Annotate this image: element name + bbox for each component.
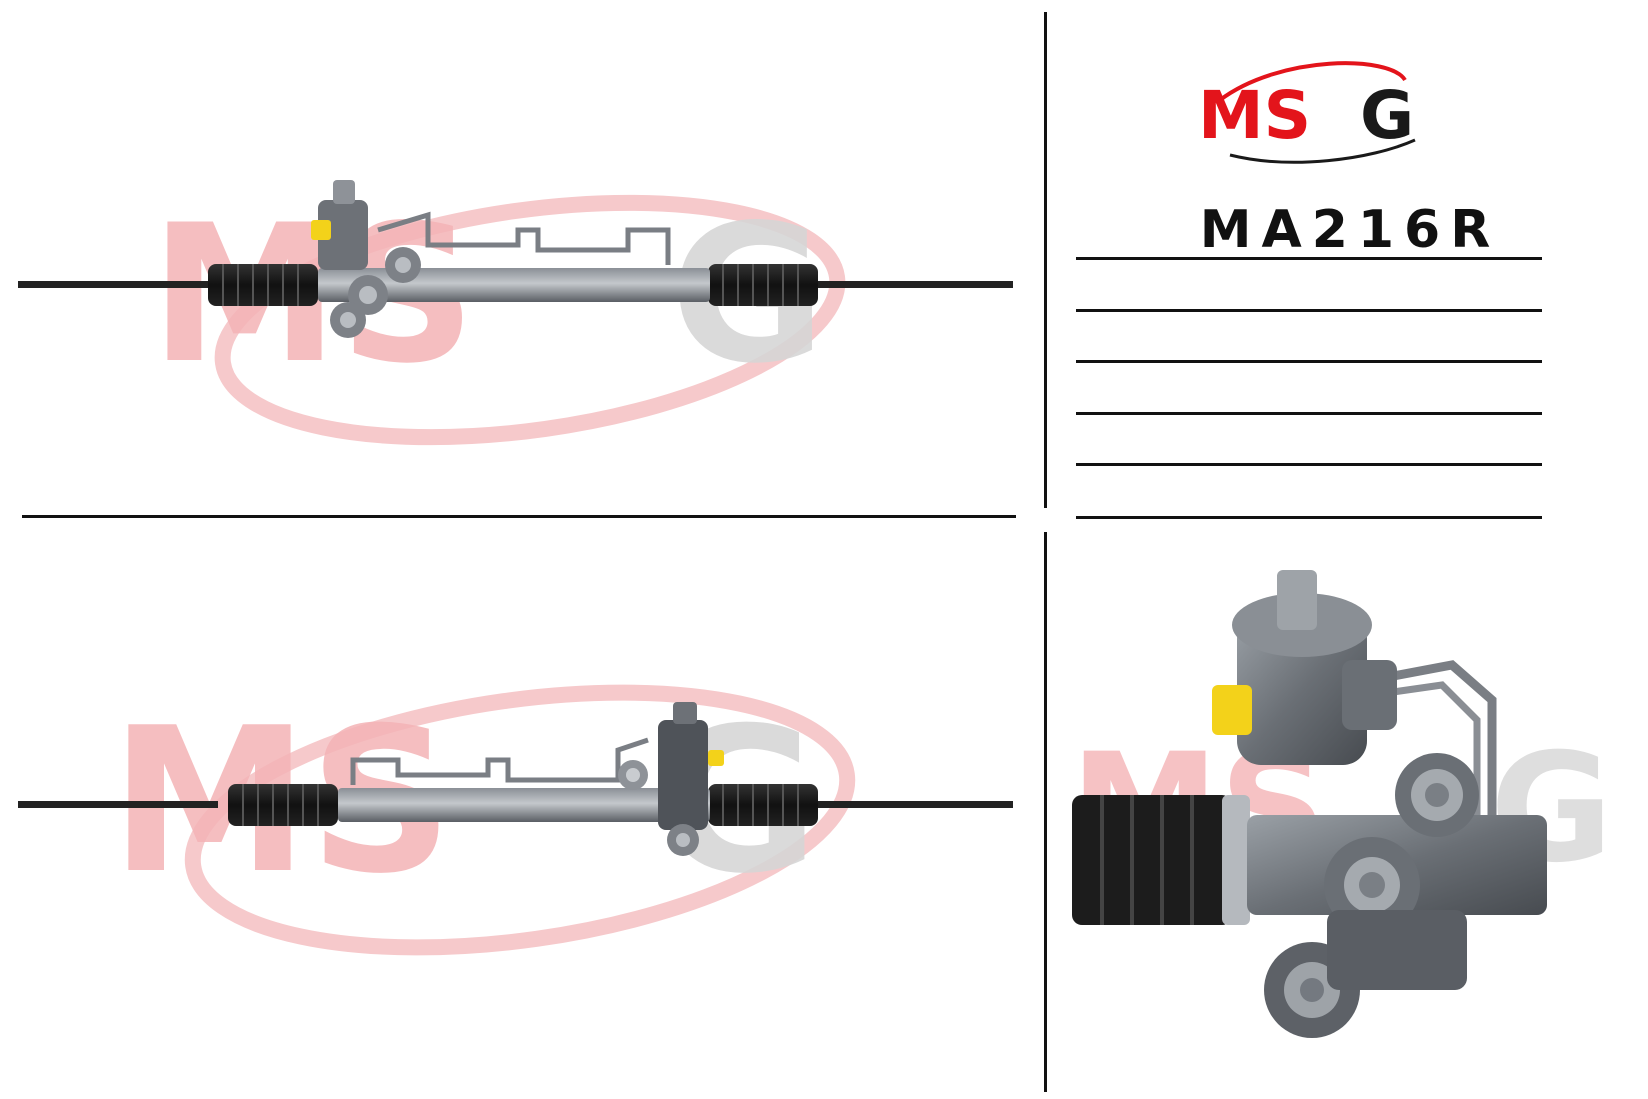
spec-line xyxy=(1076,360,1542,363)
steering-rack-bottom-view xyxy=(18,702,1013,856)
boot-detail xyxy=(1072,795,1232,925)
msg-logo: MS G xyxy=(1198,61,1416,164)
boot-right xyxy=(708,264,818,306)
part-number: MA216R xyxy=(1199,200,1501,260)
boot-left xyxy=(208,264,318,306)
boot-right xyxy=(708,784,818,826)
valve-housing xyxy=(311,180,421,338)
svg-text:MS: MS xyxy=(1198,77,1311,154)
boot-left xyxy=(228,784,338,826)
vertical-divider-bottom xyxy=(1044,532,1047,1092)
valve-housing xyxy=(618,702,724,856)
vertical-divider-top xyxy=(1044,12,1047,508)
steering-rack-detail-view xyxy=(1072,570,1547,1038)
horizontal-divider-left xyxy=(22,515,1016,518)
spec-line xyxy=(1076,257,1542,260)
spec-line xyxy=(1076,516,1542,519)
steering-rack-top-view xyxy=(18,180,1013,338)
valve-detail xyxy=(1212,570,1397,765)
svg-text:G: G xyxy=(1360,77,1414,154)
spec-line xyxy=(1076,309,1542,312)
spec-line xyxy=(1076,463,1542,466)
spec-line xyxy=(1076,412,1542,415)
